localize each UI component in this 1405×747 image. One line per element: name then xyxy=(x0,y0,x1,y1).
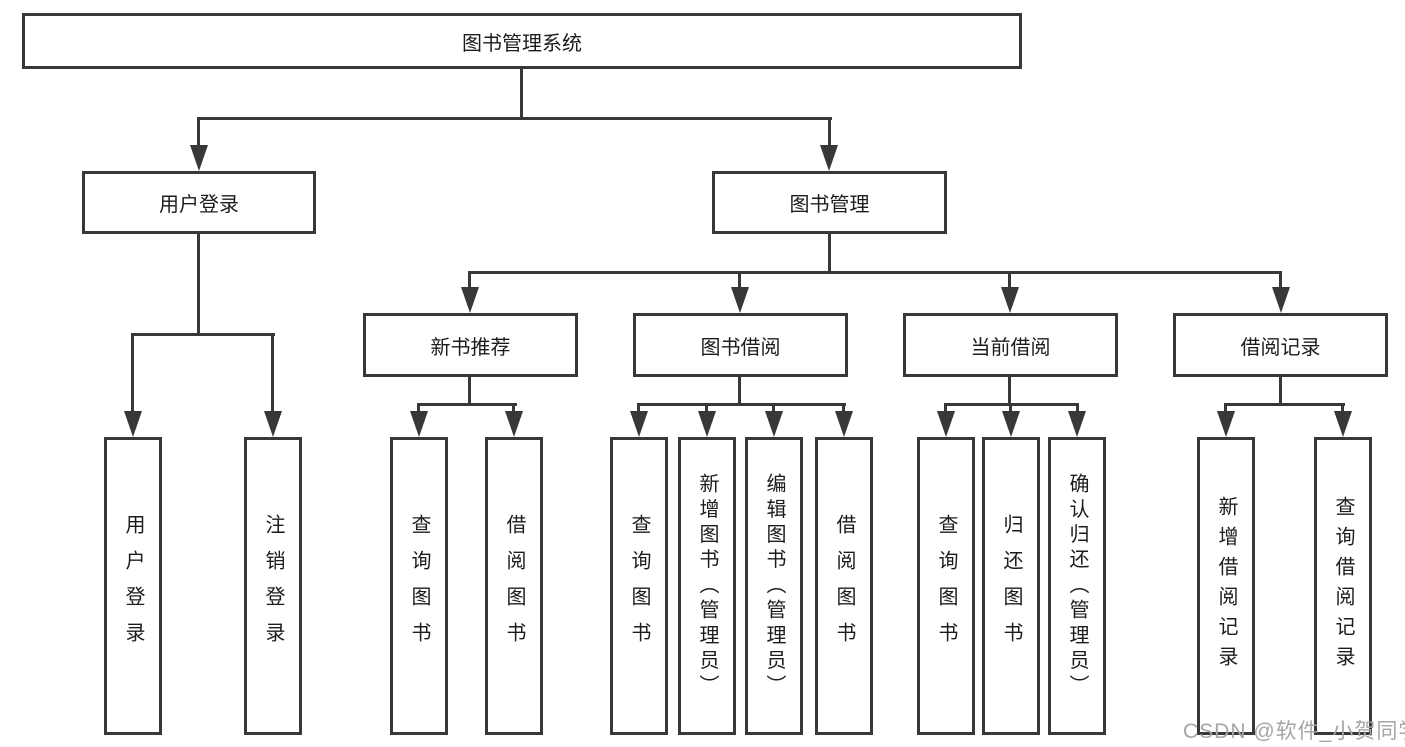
node-book-borrow: 图书借阅 xyxy=(633,313,848,377)
node-book-management: 图书管理 xyxy=(712,171,947,234)
arrow-down-icon xyxy=(461,287,479,313)
node-label: 查询图书 xyxy=(935,514,957,658)
connector-line xyxy=(1008,375,1011,406)
node-label: 图书管理 xyxy=(789,194,870,216)
node-label: 确认归还（管理员） xyxy=(1066,472,1088,700)
node-label: 归还图书 xyxy=(1000,514,1022,658)
arrow-down-icon xyxy=(835,411,853,437)
connector-line xyxy=(1341,403,1344,415)
node-label: 查询借阅记录 xyxy=(1332,496,1354,676)
connector-line xyxy=(512,403,515,415)
node-new-book-recommend: 新书推荐 xyxy=(363,313,578,377)
arrow-down-icon xyxy=(190,145,208,171)
connector-line xyxy=(842,403,845,415)
node-label: 图书借阅 xyxy=(700,336,781,359)
arrow-down-icon xyxy=(1002,411,1020,437)
arrow-down-icon xyxy=(1068,411,1086,437)
connector-line xyxy=(1279,271,1282,289)
connector-line xyxy=(1279,375,1282,406)
leaf-borrow-books-recommend: 借阅图书 xyxy=(485,437,543,735)
arrow-down-icon xyxy=(630,411,648,437)
connector-line xyxy=(197,117,200,149)
arrow-down-icon xyxy=(505,411,523,437)
connector-line xyxy=(131,333,134,413)
leaf-return-books: 归还图书 xyxy=(982,437,1040,735)
arrow-down-icon xyxy=(1001,287,1019,313)
connector-line xyxy=(738,375,741,406)
node-label: 借阅记录 xyxy=(1240,336,1321,359)
node-label: 查询图书 xyxy=(408,514,430,658)
node-label: 用户登录 xyxy=(159,194,239,216)
arrow-down-icon xyxy=(1272,287,1290,313)
leaf-query-books-recommend: 查询图书 xyxy=(390,437,448,735)
node-user-login: 用户登录 xyxy=(82,171,316,234)
connector-line xyxy=(705,403,708,415)
leaf-add-borrow-record: 新增借阅记录 xyxy=(1197,437,1255,735)
leaf-logout: 注销登录 xyxy=(244,437,302,735)
connector-line xyxy=(637,403,846,406)
leaf-query-books-borrow: 查询图书 xyxy=(610,437,668,735)
leaf-edit-books-admin: 编辑图书（管理员） xyxy=(745,437,803,735)
leaf-confirm-return-admin: 确认归还（管理员） xyxy=(1048,437,1106,735)
connector-line xyxy=(1009,403,1012,415)
connector-line xyxy=(131,333,275,336)
arrow-down-icon xyxy=(731,287,749,313)
node-label: 查询图书 xyxy=(628,514,650,658)
connector-line xyxy=(197,117,832,120)
arrow-down-icon xyxy=(124,411,142,437)
connector-line xyxy=(468,375,471,406)
connector-line xyxy=(197,233,200,336)
connector-line xyxy=(738,271,741,289)
node-label: 图书管理系统 xyxy=(462,32,582,55)
connector-line xyxy=(1224,403,1345,406)
leaf-query-borrow-record: 查询借阅记录 xyxy=(1314,437,1372,735)
connector-line xyxy=(468,271,1282,274)
leaf-query-books-current: 查询图书 xyxy=(917,437,975,735)
connector-line xyxy=(772,403,775,415)
node-label: 借阅图书 xyxy=(833,514,855,658)
arrow-down-icon xyxy=(1217,411,1235,437)
arrow-down-icon xyxy=(820,145,838,171)
connector-line xyxy=(828,117,831,149)
connector-line xyxy=(637,403,640,415)
arrow-down-icon xyxy=(1334,411,1352,437)
arrow-down-icon xyxy=(698,411,716,437)
connector-line xyxy=(271,333,274,413)
node-label: 新书推荐 xyxy=(430,336,511,359)
connector-line xyxy=(417,403,517,406)
arrow-down-icon xyxy=(410,411,428,437)
node-borrow-records: 借阅记录 xyxy=(1173,313,1388,377)
connector-line xyxy=(520,68,523,119)
node-current-borrow: 当前借阅 xyxy=(903,313,1118,377)
leaf-add-books-admin: 新增图书（管理员） xyxy=(678,437,736,735)
node-label: 借阅图书 xyxy=(503,514,525,658)
node-library-management-system: 图书管理系统 xyxy=(22,13,1022,69)
node-label: 新增图书（管理员） xyxy=(696,472,718,700)
node-label: 注销登录 xyxy=(262,514,284,658)
node-label: 新增借阅记录 xyxy=(1215,496,1237,676)
connector-line xyxy=(944,403,947,415)
node-label: 编辑图书（管理员） xyxy=(763,472,785,700)
node-label: 当前借阅 xyxy=(970,336,1051,359)
connector-line xyxy=(417,403,420,415)
node-label: 用户登录 xyxy=(122,514,144,658)
leaf-borrow-books: 借阅图书 xyxy=(815,437,873,735)
csdn-watermark: CSDN @软件_小贺同学 xyxy=(1183,720,1405,743)
arrow-down-icon xyxy=(765,411,783,437)
connector-line xyxy=(1224,403,1227,415)
connector-line xyxy=(1076,403,1079,415)
connector-line xyxy=(1008,271,1011,289)
connector-line xyxy=(828,233,831,274)
arrow-down-icon xyxy=(937,411,955,437)
arrow-down-icon xyxy=(264,411,282,437)
connector-line xyxy=(468,271,471,289)
leaf-user-login: 用户登录 xyxy=(104,437,162,735)
